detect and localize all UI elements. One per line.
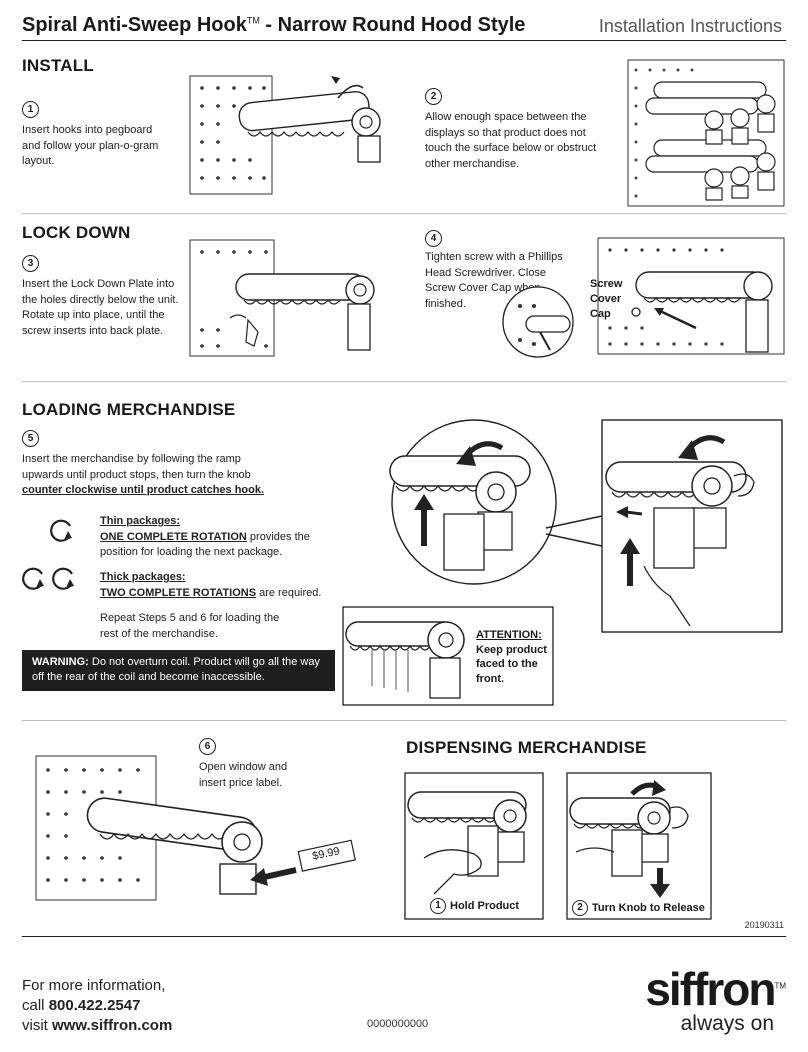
section-divider-2 [22,381,786,382]
step-3-number: 3 [22,255,39,272]
rotate-ccw-icon [50,519,72,542]
display-spacing-illustration [627,59,785,207]
section-divider-1 [22,213,786,214]
caption-1-number: 1 [430,898,446,914]
install-hook-illustration [189,75,381,195]
step-3-text: Insert the Lock Down Plate into the hole… [22,278,179,337]
step-2-number: 2 [425,88,442,105]
part-number: 0000000000 [367,1018,429,1030]
step-5-text: Insert the merchandise by following the … [22,452,282,499]
rotate-ccw-double-icon [22,567,74,590]
step-4-text: Tighten screw with a Phillips Head Screw… [425,251,563,310]
caption-2-text: Turn Knob to Release [592,902,705,914]
loading-detail-illustrations [389,419,783,633]
thin-rest: provides the position for loading the ne… [100,530,310,559]
step-5-emphasis: counter clockwise until product catches … [22,484,265,496]
footer-phone[interactable]: 800.422.2547 [48,997,141,1014]
callout-line-3: Cap [590,308,611,320]
price-label-illustration [35,755,356,901]
step-5-body: Insert the merchandise by following the … [22,453,251,481]
screw-cover-illustration [597,237,785,355]
thin-title: Thin packages: [100,515,181,527]
trademark: TM [246,15,260,26]
thick-bold: TWO COMPLETE ROTATIONS [100,586,257,599]
screwdriver-detail-illustration [502,286,574,358]
attention-note: ATTENTION: Keep product faced to the fro… [476,628,552,686]
caption-1-text: Hold Product [450,900,520,912]
thick-packages-text: Thick packages: TWO COMPLETE ROTATIONS a… [100,570,330,601]
header-rule [22,40,786,41]
step-5-number: 5 [22,430,39,447]
thin-packages-text: Thin packages: ONE COMPLETE ROTATION pro… [100,514,320,561]
install-heading: INSTALL [22,56,94,75]
caption-2-number: 2 [572,900,588,916]
title-text: Spiral Anti-Sweep Hook [22,14,247,36]
section-divider-3 [22,720,786,721]
step-6-number: 6 [199,738,216,755]
brand-trademark: TM [774,981,786,991]
step-1-text: Insert hooks into pegboard and follow yo… [22,124,159,167]
repeat-steps-text: Repeat Steps 5 and 6 for loading the res… [100,612,280,640]
step-2-text: Allow enough space between the displays … [425,111,597,170]
thin-bold: ONE COMPLETE ROTATION [100,530,247,543]
page-subtitle: Installation Instructions [598,16,782,36]
turn-knob-caption: 2 Turn Knob to Release [572,900,705,916]
thick-title: Thick packages: [100,571,186,583]
footer-url-link[interactable]: www.siffron.com [52,1017,173,1034]
brand-name: siffron [645,963,776,1015]
callout-line-2: Cover [590,293,622,305]
attention-illustration [342,606,554,706]
siffron-logo: siffronTM [645,962,786,1016]
hold-product-caption: 1 Hold Product [430,898,519,914]
warning-text: Do not overturn coil. Product will go al… [32,656,320,683]
footer-info: For more information, call 800.422.2547 … [22,976,172,1036]
footer-visit-label: visit [22,1017,52,1034]
turn-knob-illustration [566,772,712,920]
thick-rest: are required. [256,586,322,599]
lockdown-heading: LOCK DOWN [22,223,131,242]
title-suffix: - Narrow Round Hood Style [265,14,526,36]
hold-product-illustration [404,772,544,920]
footer-call-label: call [22,997,49,1014]
warning-box: WARNING: Do not overturn coil. Product w… [22,650,335,691]
footer-line-1: For more information, [22,977,166,994]
warning-label: WARNING: [32,656,89,668]
brand-tagline: always on [680,1012,774,1035]
attention-text: Keep product faced to the front. [476,643,547,685]
screw-cover-callout: Screw Cover Cap [590,277,622,322]
page-title: Spiral Anti-Sweep HookTM - Narrow Round … [22,14,525,37]
step-1-number: 1 [22,101,39,118]
lockdown-plate-illustration [189,239,375,357]
attention-label: ATTENTION: [476,629,542,641]
dispensing-heading: DISPENSING MERCHANDISE [406,738,647,757]
callout-line-1: Screw [590,278,623,290]
step-4-number: 4 [425,230,442,247]
step-6-text: Open window and insert price label. [199,761,288,789]
loading-heading: LOADING MERCHANDISE [22,400,236,419]
footer-rule [22,936,786,937]
document-code: 20190311 [744,920,784,930]
